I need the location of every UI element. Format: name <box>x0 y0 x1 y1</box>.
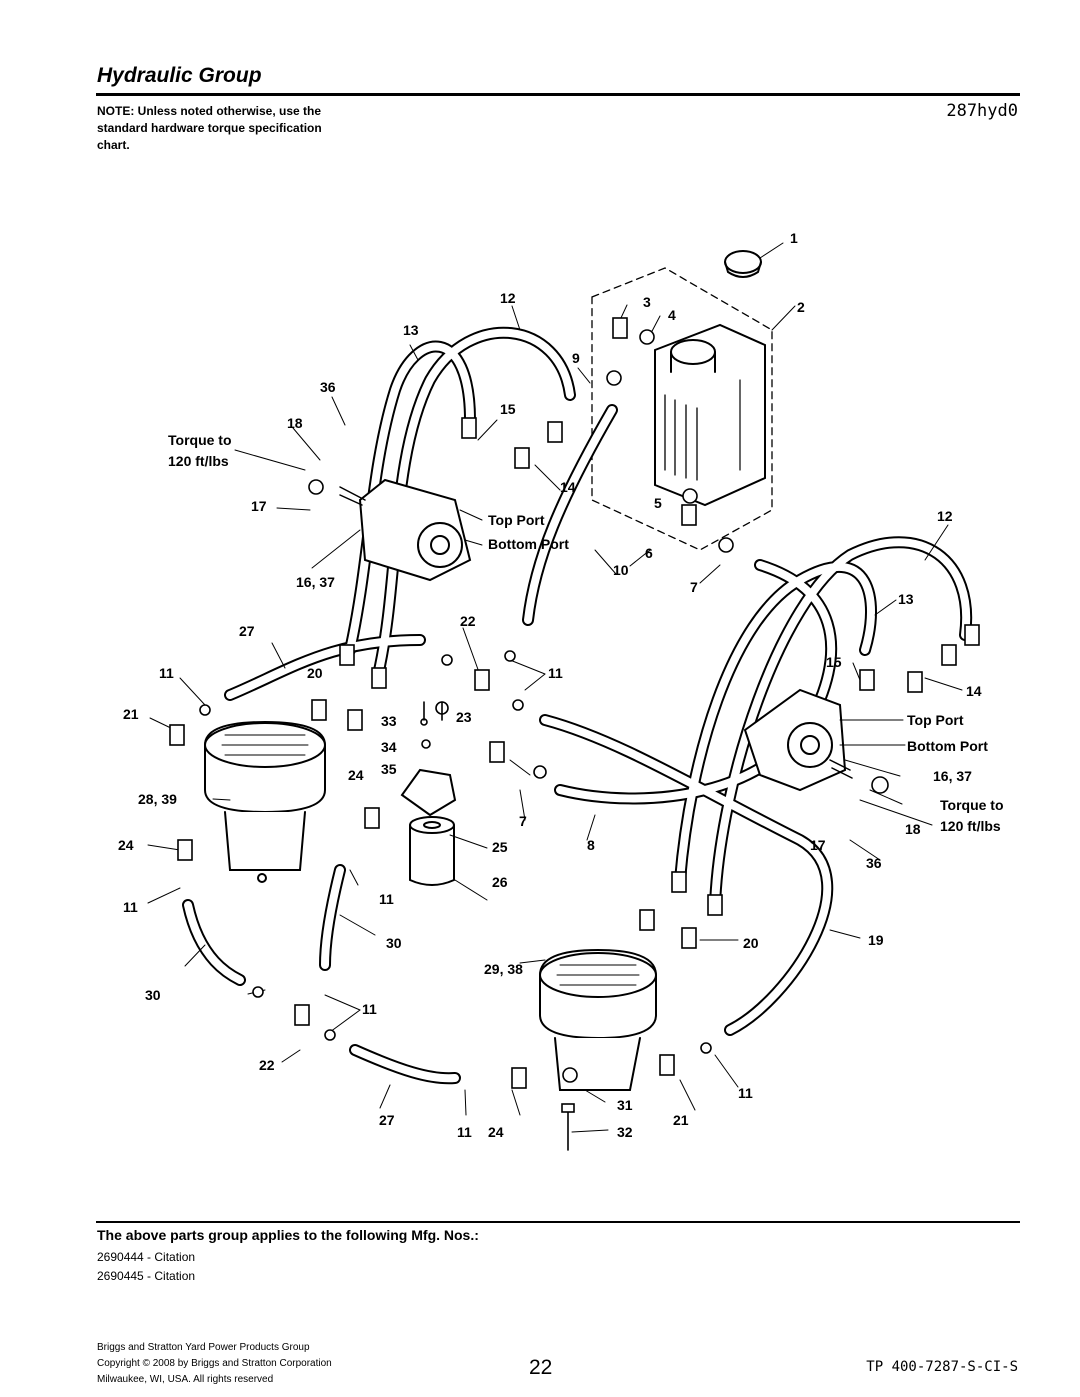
callout-24b: 24 <box>118 837 134 853</box>
bottom-port-label-right: Bottom Port <box>907 738 988 754</box>
callout-9: 9 <box>572 350 580 366</box>
title-rule <box>96 93 1020 96</box>
callout-1: 1 <box>790 230 798 246</box>
bottom-port-label-left: Bottom Port <box>488 536 569 552</box>
footer-line: Milwaukee, WI, USA. All rights reserved <box>97 1374 274 1385</box>
document-number: TP 400-7287-S-CI-S <box>866 1359 1018 1375</box>
torque-label-left-line2: 120 ft/lbs <box>168 453 229 469</box>
callout-17: 17 <box>251 498 267 514</box>
callout-15b: 15 <box>826 654 842 670</box>
callout-22b: 22 <box>259 1057 275 1073</box>
right-pump <box>743 688 853 792</box>
callout-7: 7 <box>690 579 698 595</box>
callout-12: 12 <box>500 290 516 306</box>
callout-18b: 18 <box>905 821 921 837</box>
callout-21: 21 <box>123 706 139 722</box>
callout-27b: 27 <box>379 1112 395 1128</box>
bolt-32 <box>561 1103 575 1151</box>
footer-line: Briggs and Stratton Yard Power Products … <box>97 1342 310 1353</box>
callout-11e: 11 <box>362 1001 377 1017</box>
callout-31: 31 <box>617 1097 633 1113</box>
callout-24c: 24 <box>488 1124 504 1140</box>
callout-14b: 14 <box>966 683 982 699</box>
callout-25: 25 <box>492 839 508 855</box>
callout-27: 27 <box>239 623 255 639</box>
callout-30: 30 <box>386 935 402 951</box>
footer-line: Copyright © 2008 by Briggs and Stratton … <box>97 1358 332 1369</box>
callout-14: 14 <box>560 479 576 495</box>
callout-7b: 7 <box>519 813 527 829</box>
leader-lines <box>147 242 963 1133</box>
torque-label-right-line1: Torque to <box>940 797 1004 813</box>
torque-note: NOTE: Unless noted otherwise, use the st… <box>97 104 322 152</box>
torque-label-left-line1: Torque to <box>168 432 232 448</box>
callout-24: 24 <box>348 767 364 783</box>
callout-16-37b: 16, 37 <box>933 768 972 784</box>
callout-23: 23 <box>456 709 472 725</box>
callout-29-38: 29, 38 <box>484 961 523 977</box>
hoses-left-inner <box>226 328 616 699</box>
callout-4: 4 <box>668 307 676 323</box>
callout-36b: 36 <box>866 855 882 871</box>
callout-5: 5 <box>654 495 662 511</box>
applies-rule <box>96 1221 1020 1223</box>
left-wheel-motor <box>204 720 326 883</box>
callout-35: 35 <box>381 761 397 777</box>
callout-20b: 20 <box>743 935 759 951</box>
oil-filter <box>409 816 455 886</box>
callout-11g: 11 <box>457 1124 472 1140</box>
callout-36: 36 <box>320 379 336 395</box>
applies-heading: The above parts group applies to the fol… <box>97 1227 479 1243</box>
fittings <box>169 317 980 1089</box>
mfg-number-list: 2690444 - Citation 2690445 - Citation <box>97 1248 195 1286</box>
port-and-torque-labels: Torque to 120 ft/lbs Top Port Bottom Por… <box>168 432 1004 834</box>
bolt-33 <box>423 701 443 721</box>
reservoir-tank <box>654 323 766 507</box>
callout-33: 33 <box>381 713 397 729</box>
callout-11: 11 <box>159 665 174 681</box>
callout-2: 2 <box>797 299 805 315</box>
mfg-number-item: 2690444 - Citation <box>97 1250 196 1264</box>
callout-18: 18 <box>287 415 303 431</box>
callout-28-39: 28, 39 <box>138 791 177 807</box>
callout-11c: 11 <box>379 891 394 907</box>
mfg-number-item: 2690445 - Citation <box>97 1269 196 1283</box>
callout-11f: 11 <box>738 1085 753 1101</box>
callout-numbers: 1 2 3 4 12 13 9 36 18 15 14 17 5 12 6 10… <box>118 230 982 1140</box>
hydraulic-exploded-diagram: 1 2 3 4 12 13 9 36 18 15 14 17 5 12 6 10… <box>118 230 1004 1151</box>
filter-head <box>400 768 457 817</box>
callout-8: 8 <box>587 837 595 853</box>
callout-15: 15 <box>500 401 516 417</box>
diagram-code: 287hyd0 <box>946 101 1018 121</box>
callout-12b: 12 <box>937 508 953 524</box>
callout-3: 3 <box>643 294 651 310</box>
top-port-label-left: Top Port <box>488 512 545 528</box>
callout-34: 34 <box>381 739 397 755</box>
callout-26: 26 <box>492 874 508 890</box>
reservoir-cap <box>724 250 762 278</box>
callout-22: 22 <box>460 613 476 629</box>
torque-label-right-line2: 120 ft/lbs <box>940 818 1001 834</box>
reservoir-dashed-outline <box>591 267 773 551</box>
right-wheel-motor <box>539 948 657 1091</box>
callout-16-37: 16, 37 <box>296 574 335 590</box>
page-number: 22 <box>529 1356 553 1379</box>
callout-20: 20 <box>307 665 323 681</box>
callout-13: 13 <box>403 322 419 338</box>
top-port-label-right: Top Port <box>907 712 964 728</box>
callout-10: 10 <box>613 562 629 578</box>
left-pump <box>339 478 472 582</box>
callout-21b: 21 <box>673 1112 689 1128</box>
callout-6: 6 <box>645 545 653 561</box>
callout-19: 19 <box>868 932 884 948</box>
footer-company: Briggs and Stratton Yard Power Products … <box>97 1340 332 1388</box>
callout-13b: 13 <box>898 591 914 607</box>
callout-30b: 30 <box>145 987 161 1003</box>
callout-32: 32 <box>617 1124 633 1140</box>
callout-17b: 17 <box>810 837 826 853</box>
page-title: Hydraulic Group <box>97 64 262 87</box>
callout-11b: 11 <box>548 665 563 681</box>
callout-11d: 11 <box>123 899 138 915</box>
